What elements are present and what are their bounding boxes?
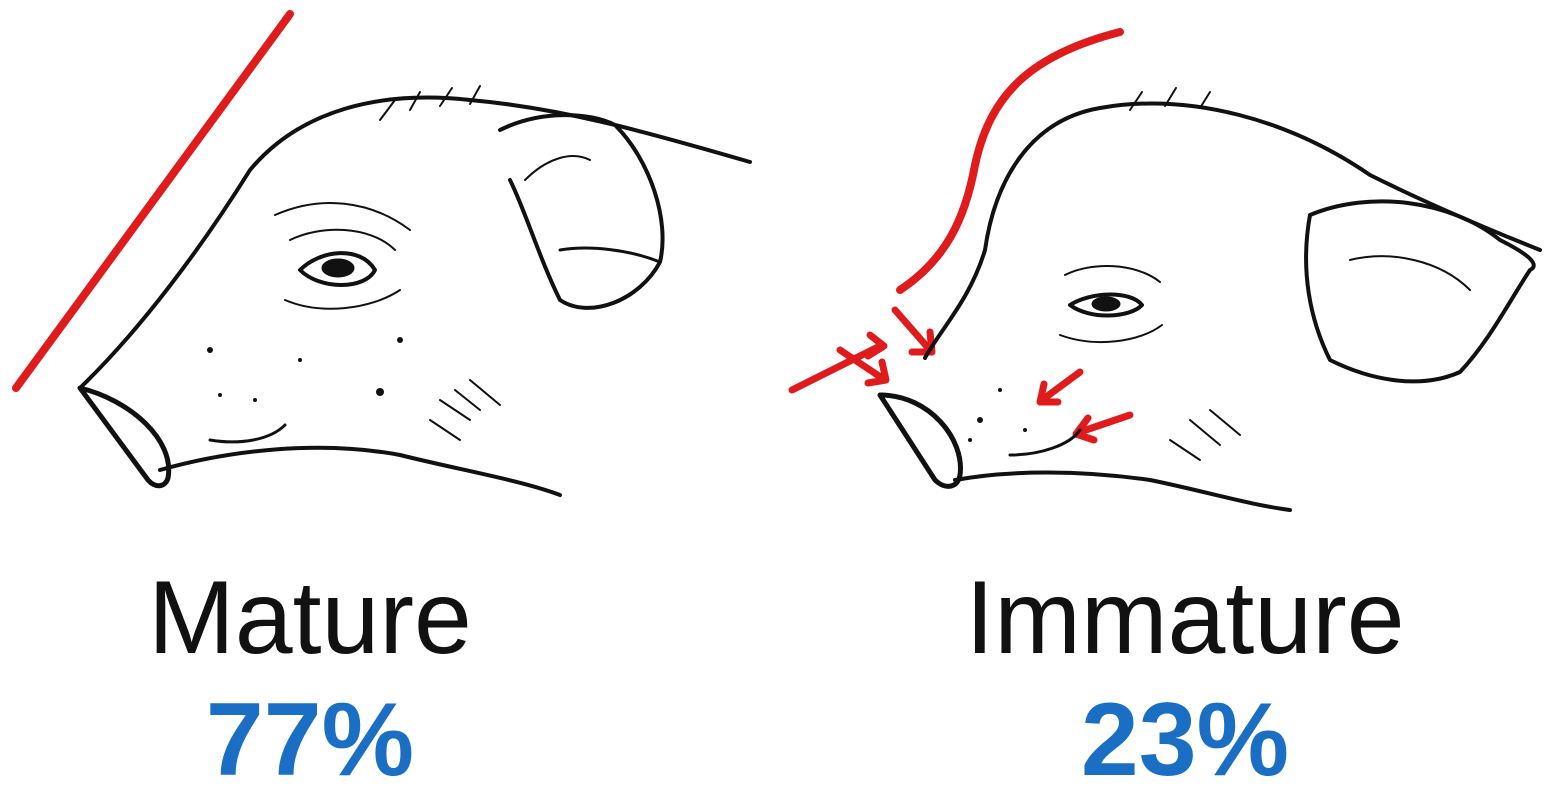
pig-head-immature-icon <box>770 0 1551 540</box>
immature-percent: 23% <box>770 688 1551 792</box>
arrow-forehead <box>895 310 930 350</box>
pig-head-mature-icon <box>0 0 770 540</box>
immature-label: Immature <box>770 566 1551 670</box>
immature-panel: Immature 23% <box>770 0 1551 801</box>
profile-line-curved <box>900 32 1120 290</box>
mature-label: Mature <box>0 566 620 670</box>
mature-panel: Mature 77% <box>0 0 770 801</box>
arrow-cheek <box>1042 372 1080 400</box>
profile-line-straight <box>16 14 290 388</box>
mature-percent: 77% <box>0 688 620 792</box>
